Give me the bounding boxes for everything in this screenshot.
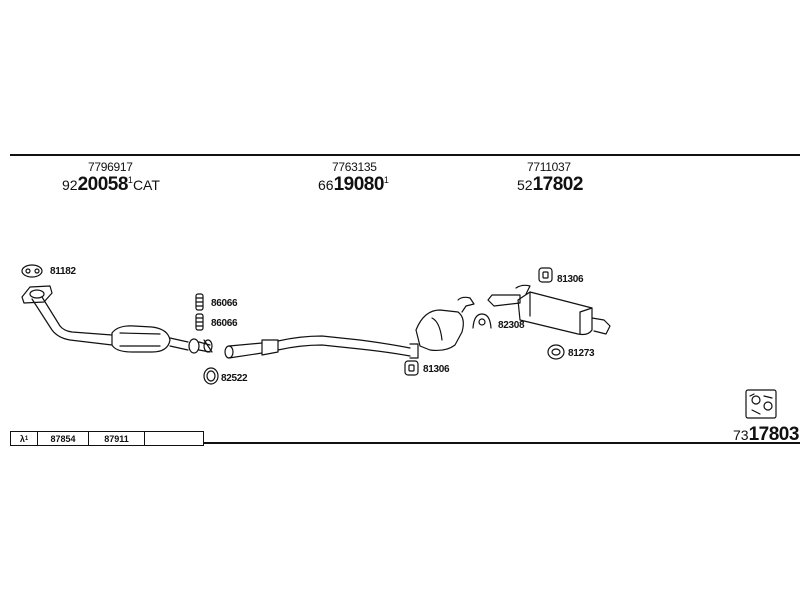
part-number-suffix: CAT [132,177,160,193]
bottom-rule [203,442,800,444]
part-number-main: 17802 [532,174,584,195]
oe-number-1: 7796917 [88,160,133,174]
callout-82522[interactable]: 82522 [221,373,248,384]
part-number-3[interactable]: 5217802 [517,174,583,196]
rubber-mount-icon [195,293,204,311]
part-number-main: 20058 [77,174,129,195]
gasket-icon [21,264,43,278]
kit-prefix: 73 [733,427,749,443]
rubber-ring-icon [547,344,565,360]
rubber-mount-icon [404,360,419,376]
mounting-kit-icon [745,389,777,419]
part-number-2[interactable]: 66190801 [318,174,389,196]
front-flange-icon [21,285,53,304]
kit-main: 17803 [748,424,800,445]
rear-silencer-icon [487,284,611,336]
part-number-prefix: 52 [517,177,533,193]
part-number-sup: 1 [383,175,389,185]
front-pipe-cat-icon [31,296,211,354]
lambda-symbol: λ [19,433,25,444]
part-number-1[interactable]: 92200581CAT [62,174,160,196]
clamp-ring-icon [472,313,492,329]
callout-82308[interactable]: 82308 [498,320,525,331]
part-number-prefix: 92 [62,177,78,193]
part-number-sup: 1 [127,175,133,185]
middle-pipe-icon [224,296,475,359]
rubber-mount-icon [195,313,204,331]
oe-number-2: 7763135 [332,160,377,174]
kit-part-number[interactable]: 7317803 [733,424,799,446]
gasket-ring-icon [203,367,219,385]
callout-81306-lower[interactable]: 81306 [423,364,450,375]
callout-86066-b[interactable]: 86066 [211,318,238,329]
lambda-cell-3 [145,432,203,445]
callout-81273[interactable]: 81273 [568,348,595,359]
callout-81182[interactable]: 81182 [50,266,76,277]
oe-number-3: 7711037 [527,160,571,174]
callout-86066-a[interactable]: 86066 [211,298,238,309]
part-number-main: 19080 [333,174,385,195]
clamp-icon [203,339,213,353]
lambda-cell-2[interactable]: 87911 [89,432,145,445]
rubber-mount-icon [538,267,553,283]
top-rule [10,154,800,156]
part-number-prefix: 66 [318,177,334,193]
lambda-cell-1[interactable]: 87854 [38,432,89,445]
lambda-sup: 1 [24,435,29,442]
callout-81306-upper[interactable]: 81306 [557,274,584,285]
